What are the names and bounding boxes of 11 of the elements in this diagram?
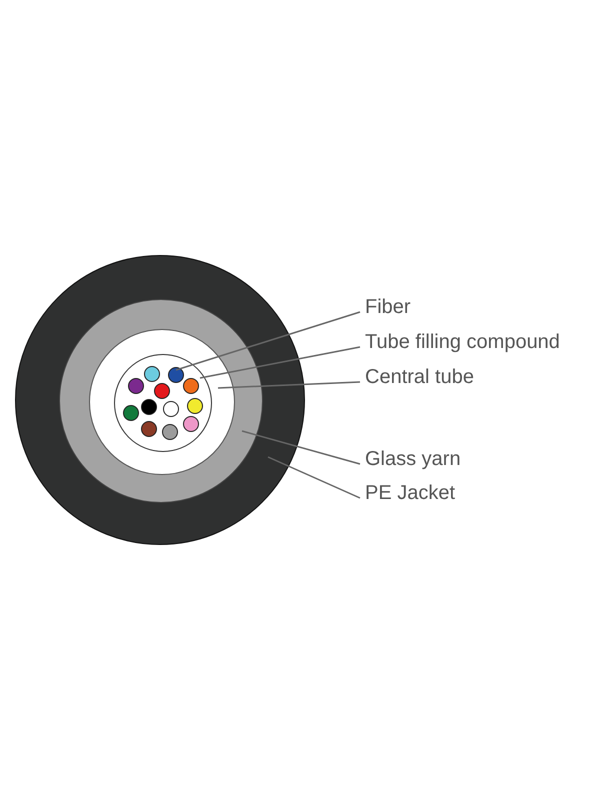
optical-fiber bbox=[168, 367, 184, 383]
leader-line bbox=[176, 311, 360, 371]
leader-line bbox=[268, 456, 360, 499]
leader-label: Glass yarn bbox=[365, 447, 461, 471]
leader-label: PE Jacket bbox=[365, 481, 456, 505]
leader-label: Fiber bbox=[365, 295, 411, 319]
leader-label: Tube filling compound bbox=[365, 330, 560, 354]
leader-label: Central tube bbox=[365, 365, 474, 389]
leader-line bbox=[242, 430, 360, 465]
leader-line bbox=[200, 346, 360, 379]
leader-line bbox=[218, 381, 360, 389]
